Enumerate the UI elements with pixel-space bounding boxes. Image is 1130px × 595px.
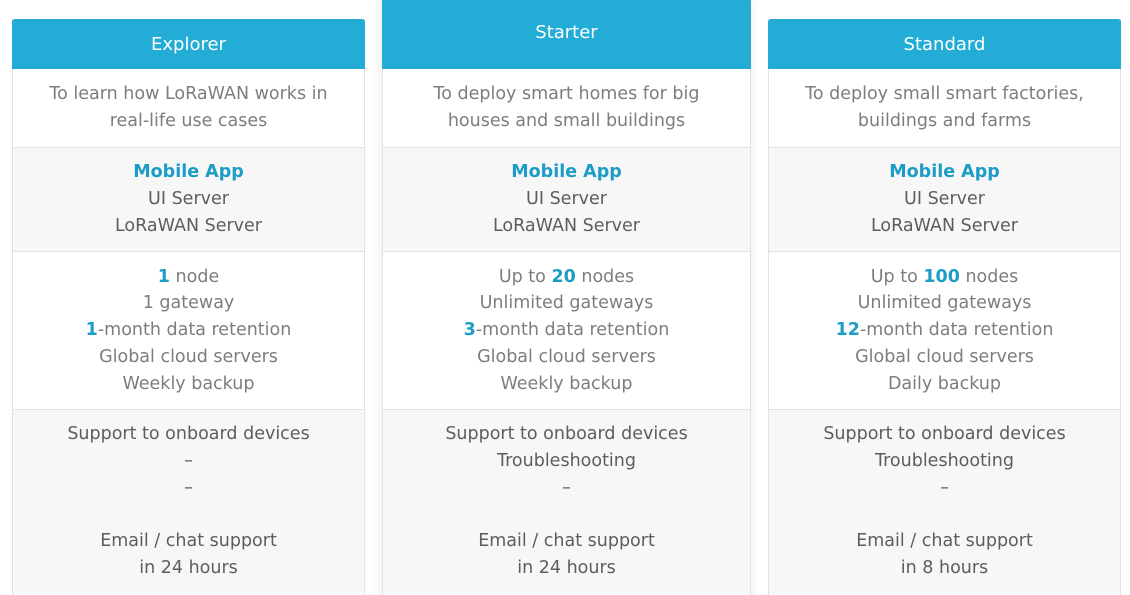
support-onboard: Support to onboard devices (67, 424, 310, 444)
plan-support: Support to onboard devices – – Email / c… (13, 409, 364, 594)
plan-software: Mobile App UI Server LoRaWAN Server (13, 147, 364, 251)
plan-name: Standard (903, 33, 986, 55)
software-mobile-app: Mobile App (133, 162, 244, 183)
feature-gateways: Unlimited gateways (857, 293, 1032, 314)
plan-header: Starter (382, 0, 751, 69)
description-line: To deploy small smart factories, (805, 84, 1084, 105)
plan-software: Mobile App UI Server LoRaWAN Server (769, 147, 1120, 251)
feature-retention: 12-month data retention (835, 320, 1054, 341)
support-troubleshooting: Troubleshooting (874, 450, 1014, 471)
software-item: LoRaWAN Server (870, 215, 1018, 236)
feature-servers: Global cloud servers (99, 346, 278, 367)
software-item: UI Server (148, 189, 229, 210)
support-extra: – (562, 477, 571, 498)
feature-gateways: Unlimited gateways (479, 293, 654, 314)
support-onboard: Support to onboard devices (445, 424, 688, 444)
software-item: LoRaWAN Server (492, 215, 640, 236)
feature-nodes: 1 node (157, 266, 220, 287)
feature-gateways: 1 gateway (142, 293, 235, 314)
plan-card-explorer: Explorer To learn how LoRaWAN works in r… (12, 19, 365, 595)
plan-support: Support to onboard devices Troubleshooti… (383, 409, 750, 594)
description-line: real-life use cases (109, 111, 268, 131)
feature-retention: 3-month data retention (463, 320, 670, 341)
plan-features: Up to 100 nodes Unlimited gateways 12-mo… (769, 251, 1120, 409)
feature-backup: Weekly backup (500, 373, 633, 394)
plan-features: Up to 20 nodes Unlimited gateways 3-mont… (383, 251, 750, 409)
plan-support: Support to onboard devices Troubleshooti… (769, 409, 1120, 594)
software-item: UI Server (904, 189, 985, 210)
plan-software: Mobile App UI Server LoRaWAN Server (383, 147, 750, 251)
software-mobile-app: Mobile App (889, 162, 1000, 183)
plan-header: Standard (768, 19, 1121, 69)
plan-name: Starter (535, 22, 598, 43)
plan-description: To deploy small smart factories, buildin… (769, 69, 1120, 147)
software-mobile-app: Mobile App (511, 162, 622, 183)
description-line: houses and small buildings (447, 111, 686, 131)
software-item: UI Server (526, 189, 607, 210)
support-contact: Email / chat support (100, 531, 277, 552)
plan-card-standard: Standard To deploy small smart factories… (768, 19, 1121, 595)
support-contact: Email / chat support (856, 531, 1033, 552)
plan-card-starter: Starter To deploy smart homes for big ho… (382, 0, 751, 595)
software-item: LoRaWAN Server (114, 215, 262, 236)
feature-retention: 1-month data retention (85, 320, 292, 341)
plan-name: Explorer (151, 33, 226, 55)
support-contact: Email / chat support (478, 531, 655, 552)
description-line: To deploy smart homes for big (433, 84, 700, 105)
feature-backup: Weekly backup (122, 373, 255, 394)
support-response-time: in 8 hours (900, 557, 989, 578)
description-line: To learn how LoRaWAN works in (49, 84, 328, 105)
plan-features: 1 node 1 gateway 1-month data retention … (13, 251, 364, 409)
feature-servers: Global cloud servers (477, 346, 656, 367)
feature-backup: Daily backup (887, 373, 1002, 394)
plan-header: Explorer (12, 19, 365, 69)
support-response-time: in 24 hours (517, 557, 616, 578)
plan-description: To learn how LoRaWAN works in real-life … (13, 69, 364, 147)
support-extra: – (940, 477, 949, 498)
description-line: buildings and farms (857, 111, 1032, 131)
support-onboard: Support to onboard devices (823, 424, 1066, 444)
support-troubleshooting: Troubleshooting (496, 450, 636, 471)
plan-description: To deploy smart homes for big houses and… (383, 69, 750, 147)
feature-nodes: Up to 20 nodes (498, 266, 635, 287)
feature-nodes: Up to 100 nodes (870, 266, 1019, 287)
feature-servers: Global cloud servers (855, 346, 1034, 367)
support-troubleshooting: – (184, 450, 193, 471)
support-extra: – (184, 477, 193, 498)
support-response-time: in 24 hours (139, 557, 238, 578)
